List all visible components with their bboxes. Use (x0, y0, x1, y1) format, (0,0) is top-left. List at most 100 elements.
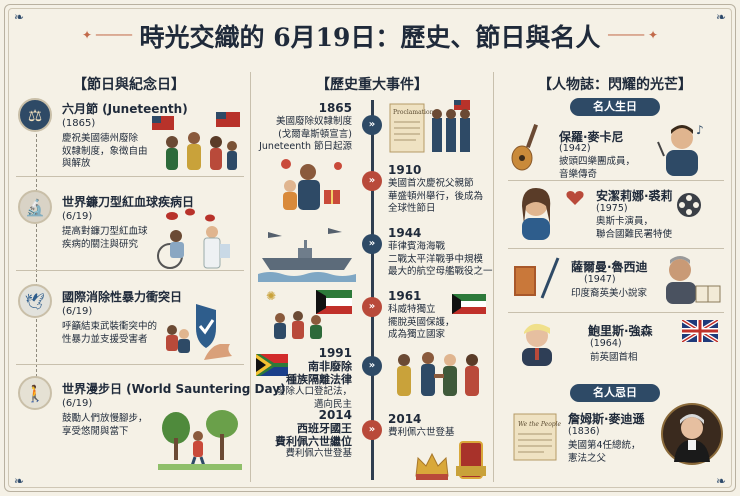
film-reel-icon (676, 192, 702, 218)
event-desc: 費利佩六世登基 (388, 427, 455, 438)
support-hands-illustration (160, 300, 242, 362)
person-name: 保羅·麥卡尼 (559, 130, 624, 144)
person-year: (1964) (590, 338, 622, 349)
timeline-node-arrow-icon: » (362, 115, 382, 135)
crown-throne-illustration (412, 438, 488, 482)
person-name: 安潔莉娜·裘莉 (596, 189, 673, 203)
corner-ornament-icon: ❧ (715, 474, 726, 488)
person-desc: 印度裔英美小說家 (571, 288, 648, 299)
festival-desc: 鼓勵人們放慢腳步，享受悠閒與當下 (62, 413, 148, 437)
person-year: (1942) (559, 143, 591, 154)
person-desc: 前英國首相 (590, 352, 638, 363)
park-walk-illustration (158, 408, 242, 470)
event-year: 2014 (388, 412, 422, 426)
festival-title: 世界鐮刀型紅血球疾病日 (62, 195, 195, 209)
kuwait-celebration-illustration: ✺ (262, 286, 356, 342)
person-name: 鮑里斯·強森 (588, 324, 653, 338)
naval-battle-illustration (258, 224, 356, 282)
dove-icon: 🕊 (18, 284, 52, 318)
outer-frame (4, 4, 736, 492)
star-ornament-icon: ✦ ───── (82, 28, 132, 42)
handshake-illustration (388, 350, 484, 402)
person-portrait-icon (512, 318, 562, 366)
microscope-icon: 🔬 (18, 190, 52, 224)
guitar-icon (510, 124, 540, 172)
festival-desc: 提高對鐮刀型紅血球疾病的關注與研究 (62, 226, 148, 250)
person-year: (1975) (596, 203, 628, 214)
festival-date: (6/19) (62, 306, 93, 317)
column-header-festivals: 【節日與紀念日】 (73, 77, 185, 93)
festival-date: (1865) (62, 118, 96, 129)
svg-text:♪: ♪ (696, 123, 704, 137)
corner-ornament-icon: ❧ (715, 10, 726, 24)
event-desc: 菲律賓海海戰二戰太平洋戰爭中規模最大的航空母艦戰役之一 (388, 241, 493, 277)
person-portrait-icon: ♪ (652, 120, 714, 178)
book-quill-icon (512, 256, 562, 302)
person-desc: 奧斯卡演員，聯合國難民署特使 (596, 216, 673, 240)
corner-ornament-icon: ❧ (14, 10, 25, 24)
timeline-node-arrow-icon: » (362, 234, 382, 254)
event-desc: 美國廢除奴隸制度(戈爾韋斯頓宣言)Juneteenth 節日起源 (259, 116, 352, 152)
event-desc: 南非廢除 種族隔離法律 廢除人口登記法，邁向民主 (275, 360, 352, 410)
star-ornament-icon: ───── ✦ (608, 28, 658, 42)
timeline-line (371, 100, 374, 480)
festival-desc: 慶祝美國德州廢除奴隸制度，象徵自由與解放 (62, 133, 148, 169)
svg-text:✺: ✺ (266, 289, 276, 303)
event-desc: 美國首次慶祝父親節華盛頓州舉行，後成為全球性節日 (388, 178, 484, 214)
timeline-node-arrow-icon: » (362, 171, 382, 191)
event-desc: 西班牙國王 費利佩六世繼位 費利佩六世登基 (275, 422, 352, 459)
gavel-icon: ⚖ (18, 98, 52, 132)
person-name: 薩爾曼·魯西迪 (571, 260, 648, 274)
page-title: 時光交織的 6月19日：歷史、節日與名人 (139, 23, 601, 52)
event-year: 1961 (388, 289, 422, 303)
corner-ornament-icon: ❧ (14, 474, 25, 488)
deaths-label: 名人忌日 (570, 384, 660, 402)
kuwait-flag-icon (452, 294, 486, 314)
inner-frame (8, 8, 732, 488)
person-year: (1836) (568, 426, 600, 437)
column-header-history: 【歷史重大事件】 (316, 77, 428, 93)
person-portrait-icon (656, 252, 722, 306)
timeline-node-arrow-icon: » (362, 356, 382, 376)
column-divider (493, 72, 494, 482)
festival-date: (6/19) (62, 398, 93, 409)
festival-connector-line (36, 134, 37, 402)
event-year: 1865 (318, 101, 352, 115)
person-desc: 披頭四樂團成員，音樂傳奇 (559, 156, 636, 180)
festival-desc: 呼籲結束武裝衝突中的性暴力並支援受害者 (62, 321, 158, 345)
constitution-document-icon: We the People (510, 410, 564, 464)
section-divider (16, 270, 244, 271)
section-divider (16, 364, 244, 365)
timeline-node-arrow-icon: » (362, 420, 382, 440)
births-label: 名人生日 (570, 98, 660, 116)
event-desc: 科威特獨立擺脫英國保護，成為獨立國家 (388, 304, 455, 340)
festival-title: 世界漫步日 (World Sauntering Day) (62, 382, 286, 396)
heart-icon (566, 190, 584, 206)
timeline-node-arrow-icon: » (362, 297, 382, 317)
person-desc: 美國第4任總統，憲法之父 (568, 440, 641, 464)
person-portrait-icon (510, 184, 564, 242)
event-year: 1944 (388, 226, 422, 240)
section-divider (16, 176, 244, 177)
proclamation-illustration: Proclamation (388, 98, 484, 160)
column-divider (250, 72, 251, 482)
uk-flag-icon (682, 320, 718, 342)
event-year: 2014 (318, 408, 352, 422)
festival-date: (6/19) (62, 211, 93, 222)
event-year: 1991 (318, 346, 352, 360)
festival-title: 六月節 (Juneteenth) (62, 102, 188, 116)
event-year: 1910 (388, 163, 422, 177)
medical-care-illustration (156, 206, 242, 272)
svg-text:We the People: We the People (518, 421, 562, 428)
section-divider (508, 180, 724, 181)
walking-person-icon: 🚶 (18, 376, 52, 410)
south-africa-flag-icon (256, 354, 288, 376)
father-child-illustration (268, 156, 358, 216)
section-divider (508, 248, 724, 249)
person-portrait-icon (660, 402, 724, 466)
festival-title: 國際消除性暴力衝突日 (62, 290, 183, 304)
person-year: (1947) (584, 274, 616, 285)
person-name: 詹姆斯·麥迪遜 (568, 412, 645, 426)
svg-text:Proclamation: Proclamation (393, 109, 434, 116)
section-divider (508, 312, 724, 313)
